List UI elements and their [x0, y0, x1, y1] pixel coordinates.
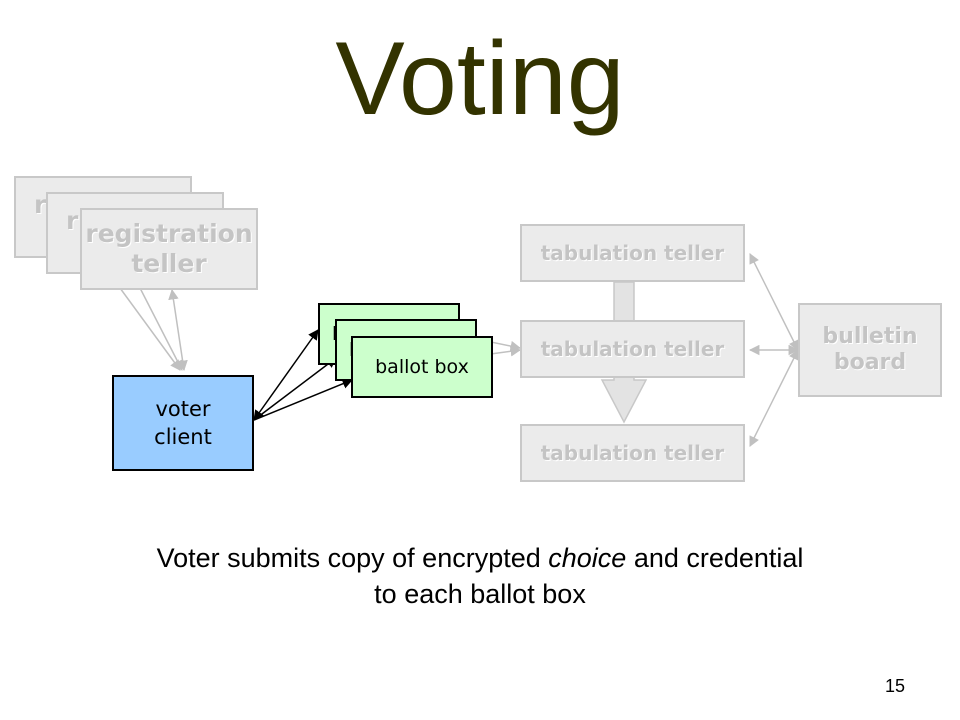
registration-teller-label: registration [85, 219, 253, 248]
voter-to-ballot-arrow-2 [253, 357, 337, 421]
slide-title: Voting [335, 21, 625, 137]
registration-teller-label-line2: teller [131, 249, 207, 278]
ballot-box-label: ballot box [375, 356, 469, 378]
registration-teller-box-3: registration teller [80, 208, 258, 290]
page-number: 15 [884, 676, 906, 696]
caption-line-2: to each ballot box [374, 579, 586, 609]
ballot-box-3: ballot box [351, 336, 493, 398]
voter-client-label: voter [155, 397, 211, 421]
bulletin-board-label: bulletin [822, 324, 918, 349]
reg-to-voter-arrow-2 [139, 287, 183, 371]
tabulation-teller-label: tabulation teller [540, 241, 725, 265]
bulletin-board-label-line2: board [833, 350, 907, 375]
slide-caption: Voter submits copy of encrypted choice a… [60, 540, 900, 612]
tabulation-teller-label: tabulation teller [540, 441, 725, 465]
registration-teller-label: r [34, 190, 47, 219]
bulletin-board-box: bulletin board [798, 303, 942, 397]
caption-line-1: Voter submits copy of encrypted choice a… [60, 540, 900, 576]
tabulation-teller-label: tabulation teller [540, 337, 725, 361]
caption-part-1: Voter submits copy of encrypted [156, 543, 549, 573]
reg-to-voter-arrow-1 [119, 287, 181, 371]
voter-to-ballot-arrow-1 [253, 329, 319, 421]
caption-emphasis: choice [548, 543, 627, 573]
voter-client-label-line2: client [154, 425, 212, 449]
voter-client-box: voter client [112, 375, 254, 471]
caption-part-2: and credential [626, 543, 804, 573]
tabulation-teller-box-1: tabulation teller [520, 224, 745, 282]
tabulation-teller-box-3: tabulation teller [520, 424, 745, 482]
voter-to-ballot-arrow-3 [253, 378, 353, 421]
tabulation-teller-box-2: tabulation teller [520, 320, 745, 378]
tab3-to-bb-arrow [749, 349, 799, 447]
tab1-to-bb-arrow [749, 253, 799, 351]
reg-to-voter-arrow-3 [168, 288, 188, 372]
registration-teller-label: r [66, 206, 79, 235]
